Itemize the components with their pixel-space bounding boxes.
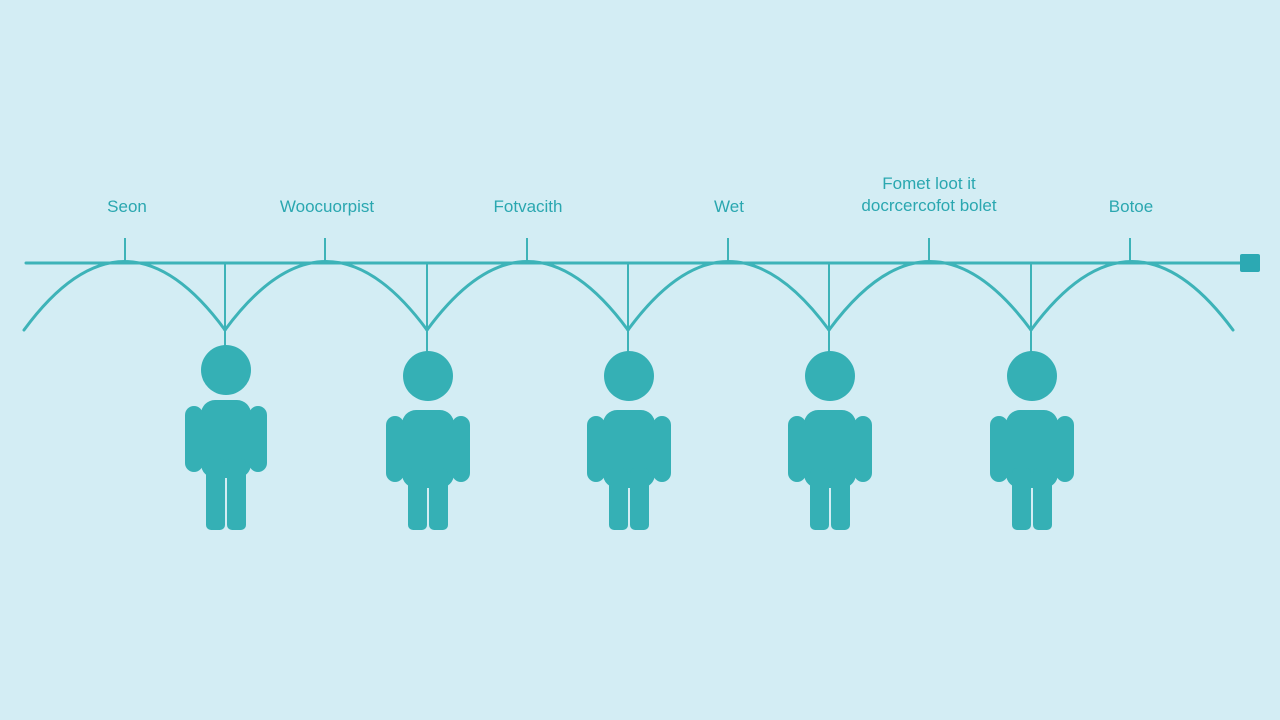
arc-5 bbox=[1029, 260, 1235, 332]
person-left-leg bbox=[609, 468, 628, 530]
label-5-line-0: Botoe bbox=[1108, 197, 1154, 216]
person-icon bbox=[185, 345, 267, 530]
square-arrow-head-icon bbox=[1240, 254, 1260, 272]
arc-3 bbox=[626, 260, 831, 332]
label-1: Woocuorpist bbox=[280, 196, 374, 218]
person-right-leg bbox=[630, 468, 649, 530]
label-0: Seon bbox=[107, 196, 147, 218]
person-left-arm bbox=[788, 416, 806, 482]
label-ticks bbox=[124, 238, 1131, 263]
person-right-arm bbox=[249, 406, 267, 472]
arc-1 bbox=[223, 260, 429, 332]
label-4-line-0: Fomet loot it bbox=[882, 174, 976, 193]
person-icon bbox=[788, 351, 872, 530]
person-left-arm bbox=[990, 416, 1008, 482]
person-left-leg bbox=[408, 468, 427, 530]
person-left-leg bbox=[1012, 468, 1031, 530]
person-left-arm bbox=[587, 416, 605, 482]
person-figures bbox=[185, 345, 1074, 530]
person-head bbox=[604, 351, 654, 401]
hanging-strings bbox=[224, 263, 1032, 355]
person-head bbox=[805, 351, 855, 401]
arc-0 bbox=[22, 260, 227, 332]
label-2-line-0: Fotvacith bbox=[493, 197, 563, 216]
label-2: Fotvacith bbox=[494, 196, 563, 218]
person-right-leg bbox=[1033, 468, 1052, 530]
arc-4 bbox=[827, 260, 1033, 332]
person-right-arm bbox=[1056, 416, 1074, 482]
person-right-leg bbox=[227, 458, 246, 530]
label-5: Botoe bbox=[1109, 196, 1153, 218]
person-right-arm bbox=[452, 416, 470, 482]
person-right-leg bbox=[429, 468, 448, 530]
label-3: Wet bbox=[714, 196, 744, 218]
person-right-arm bbox=[854, 416, 872, 482]
timeline-arcs bbox=[22, 260, 1235, 332]
person-left-arm bbox=[386, 416, 404, 482]
person-left-leg bbox=[206, 458, 225, 530]
label-1-line-0: Woocuorpist bbox=[279, 197, 375, 216]
person-icon bbox=[990, 351, 1074, 530]
label-4-line-1: docrcercofot bolet bbox=[861, 196, 997, 215]
label-0-line-0: Seon bbox=[107, 197, 147, 216]
label-3-line-0: Wet bbox=[714, 197, 744, 216]
person-right-arm bbox=[653, 416, 671, 482]
person-right-leg bbox=[831, 468, 850, 530]
person-left-leg bbox=[810, 468, 829, 530]
person-icon bbox=[587, 351, 671, 530]
person-left-arm bbox=[185, 406, 203, 472]
arc-2 bbox=[425, 260, 630, 332]
person-head bbox=[403, 351, 453, 401]
person-head bbox=[1007, 351, 1057, 401]
label-4: Fomet loot it docrcercofot bolet bbox=[861, 173, 996, 217]
person-icon bbox=[386, 351, 470, 530]
person-head bbox=[201, 345, 251, 395]
